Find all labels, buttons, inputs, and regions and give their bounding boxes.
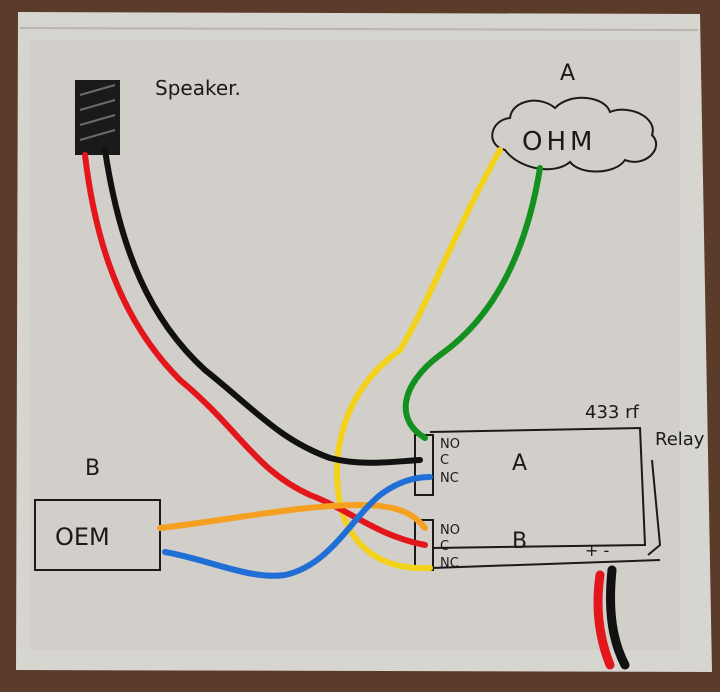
oem-box-label: OEM xyxy=(55,523,110,551)
wire-orange xyxy=(157,501,428,531)
paper-shade xyxy=(30,40,680,650)
wire-yellow xyxy=(334,147,503,572)
relay-base-line xyxy=(431,559,661,569)
wire-power-black xyxy=(606,565,630,670)
relay-title-line2: Relay xyxy=(655,429,705,450)
wire-black xyxy=(102,147,423,466)
wire-green xyxy=(402,165,543,441)
speaker-hatch xyxy=(79,84,116,141)
oem-box xyxy=(34,499,161,571)
ohm-cloud xyxy=(491,96,658,173)
term-b-c: C xyxy=(440,539,449,554)
wire-power-red xyxy=(593,570,615,670)
term-a-nc: NC xyxy=(440,471,459,486)
ohm-box-label: OHM xyxy=(522,127,596,157)
paper-fold xyxy=(19,27,699,31)
relay-a-label: A xyxy=(512,451,527,476)
relay-outline xyxy=(429,426,647,549)
ohm-a-letter: A xyxy=(560,61,575,86)
term-b-nc: NC xyxy=(440,556,459,571)
oem-b-letter: B xyxy=(85,456,100,481)
term-a-c: C xyxy=(440,453,449,468)
relay-outline-outer xyxy=(647,459,662,556)
term-b-no: NO xyxy=(440,523,460,538)
speaker-label: Speaker. xyxy=(155,76,241,100)
relay-title-line1: 433 rf xyxy=(585,402,639,423)
speaker-icon xyxy=(75,80,120,155)
term-a-no: NO xyxy=(440,437,460,452)
relay-polarity: + - xyxy=(585,541,609,560)
wire-blue xyxy=(162,474,433,579)
relay-b-label: B xyxy=(512,529,527,554)
